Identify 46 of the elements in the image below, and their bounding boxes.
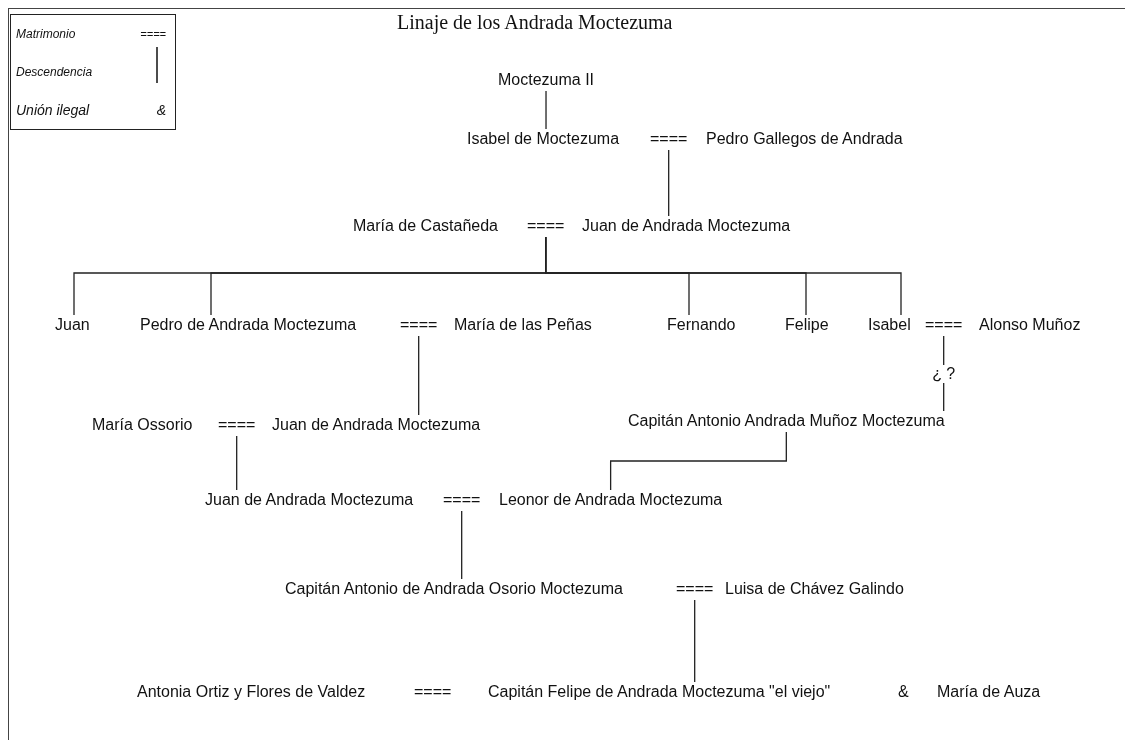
descent-line — [694, 599, 696, 683]
person-name: María de las Peñas — [454, 316, 592, 334]
person-name: Luisa de Chávez Galindo — [725, 580, 904, 598]
person-name: Capitán Antonio Andrada Muñoz Moctezuma — [628, 412, 945, 430]
person-name: María de Auza — [937, 683, 1041, 701]
person-name: Capitán Antonio de Andrada Osorio Moctezuma — [285, 580, 623, 598]
person-name: Pedro Gallegos de Andrada — [706, 130, 903, 148]
person-name: Juan de Andrada Moctezuma — [582, 217, 791, 235]
relation-symbol: & — [898, 683, 909, 701]
legend-text: Descendencia — [16, 64, 93, 81]
edge-label: ¿ ? — [930, 364, 958, 383]
person-name: ==== — [218, 416, 256, 434]
person-name: ==== — [400, 316, 438, 334]
person-name: Moctezuma II — [498, 71, 595, 89]
person-name: Isabel de Moctezuma — [467, 130, 620, 148]
descent-line — [461, 510, 463, 580]
person-name: ==== — [650, 130, 688, 148]
legend-symbol: ==== — [140, 26, 166, 42]
person-name: ==== — [527, 217, 565, 235]
person-name: Juan de Andrada Moctezuma — [205, 491, 414, 509]
person-name: Felipe — [785, 316, 829, 334]
diagram-title: Linaje de los Andrada Moctezuma — [397, 10, 673, 34]
person-name: María Ossorio — [92, 416, 193, 434]
descent-line — [668, 149, 670, 217]
person-name: Leonor de Andrada Moctezuma — [499, 491, 723, 509]
person-name: Pedro de Andrada Moctezuma — [140, 316, 357, 334]
person-name: Fernando — [667, 316, 736, 334]
person-name: Capitán Felipe de Andrada Moctezuma "el viejo" — [488, 683, 831, 701]
legend-text: Unión ilegal — [16, 100, 90, 120]
person-name: ==== — [676, 580, 714, 598]
legend-text: Matrimonio — [16, 26, 76, 43]
person-name: ==== — [443, 491, 481, 509]
person-name: Alonso Muñoz — [979, 316, 1081, 334]
descent-line — [418, 335, 420, 416]
person-name: María de Castañeda — [353, 217, 498, 235]
person-name: Isabel — [868, 316, 911, 334]
person-name: Juan — [55, 316, 90, 334]
legend-symbol: & — [156, 100, 166, 120]
person-name: Antonia Ortiz y Flores de Valdez — [137, 683, 366, 701]
descent-line — [236, 435, 238, 491]
relation-symbol: ==== — [414, 683, 452, 701]
descent-line — [610, 431, 787, 491]
descent-line — [545, 236, 902, 316]
person-name: ==== — [925, 316, 963, 334]
person-name: Juan de Andrada Moctezuma — [272, 416, 481, 434]
descent-line — [545, 90, 547, 130]
